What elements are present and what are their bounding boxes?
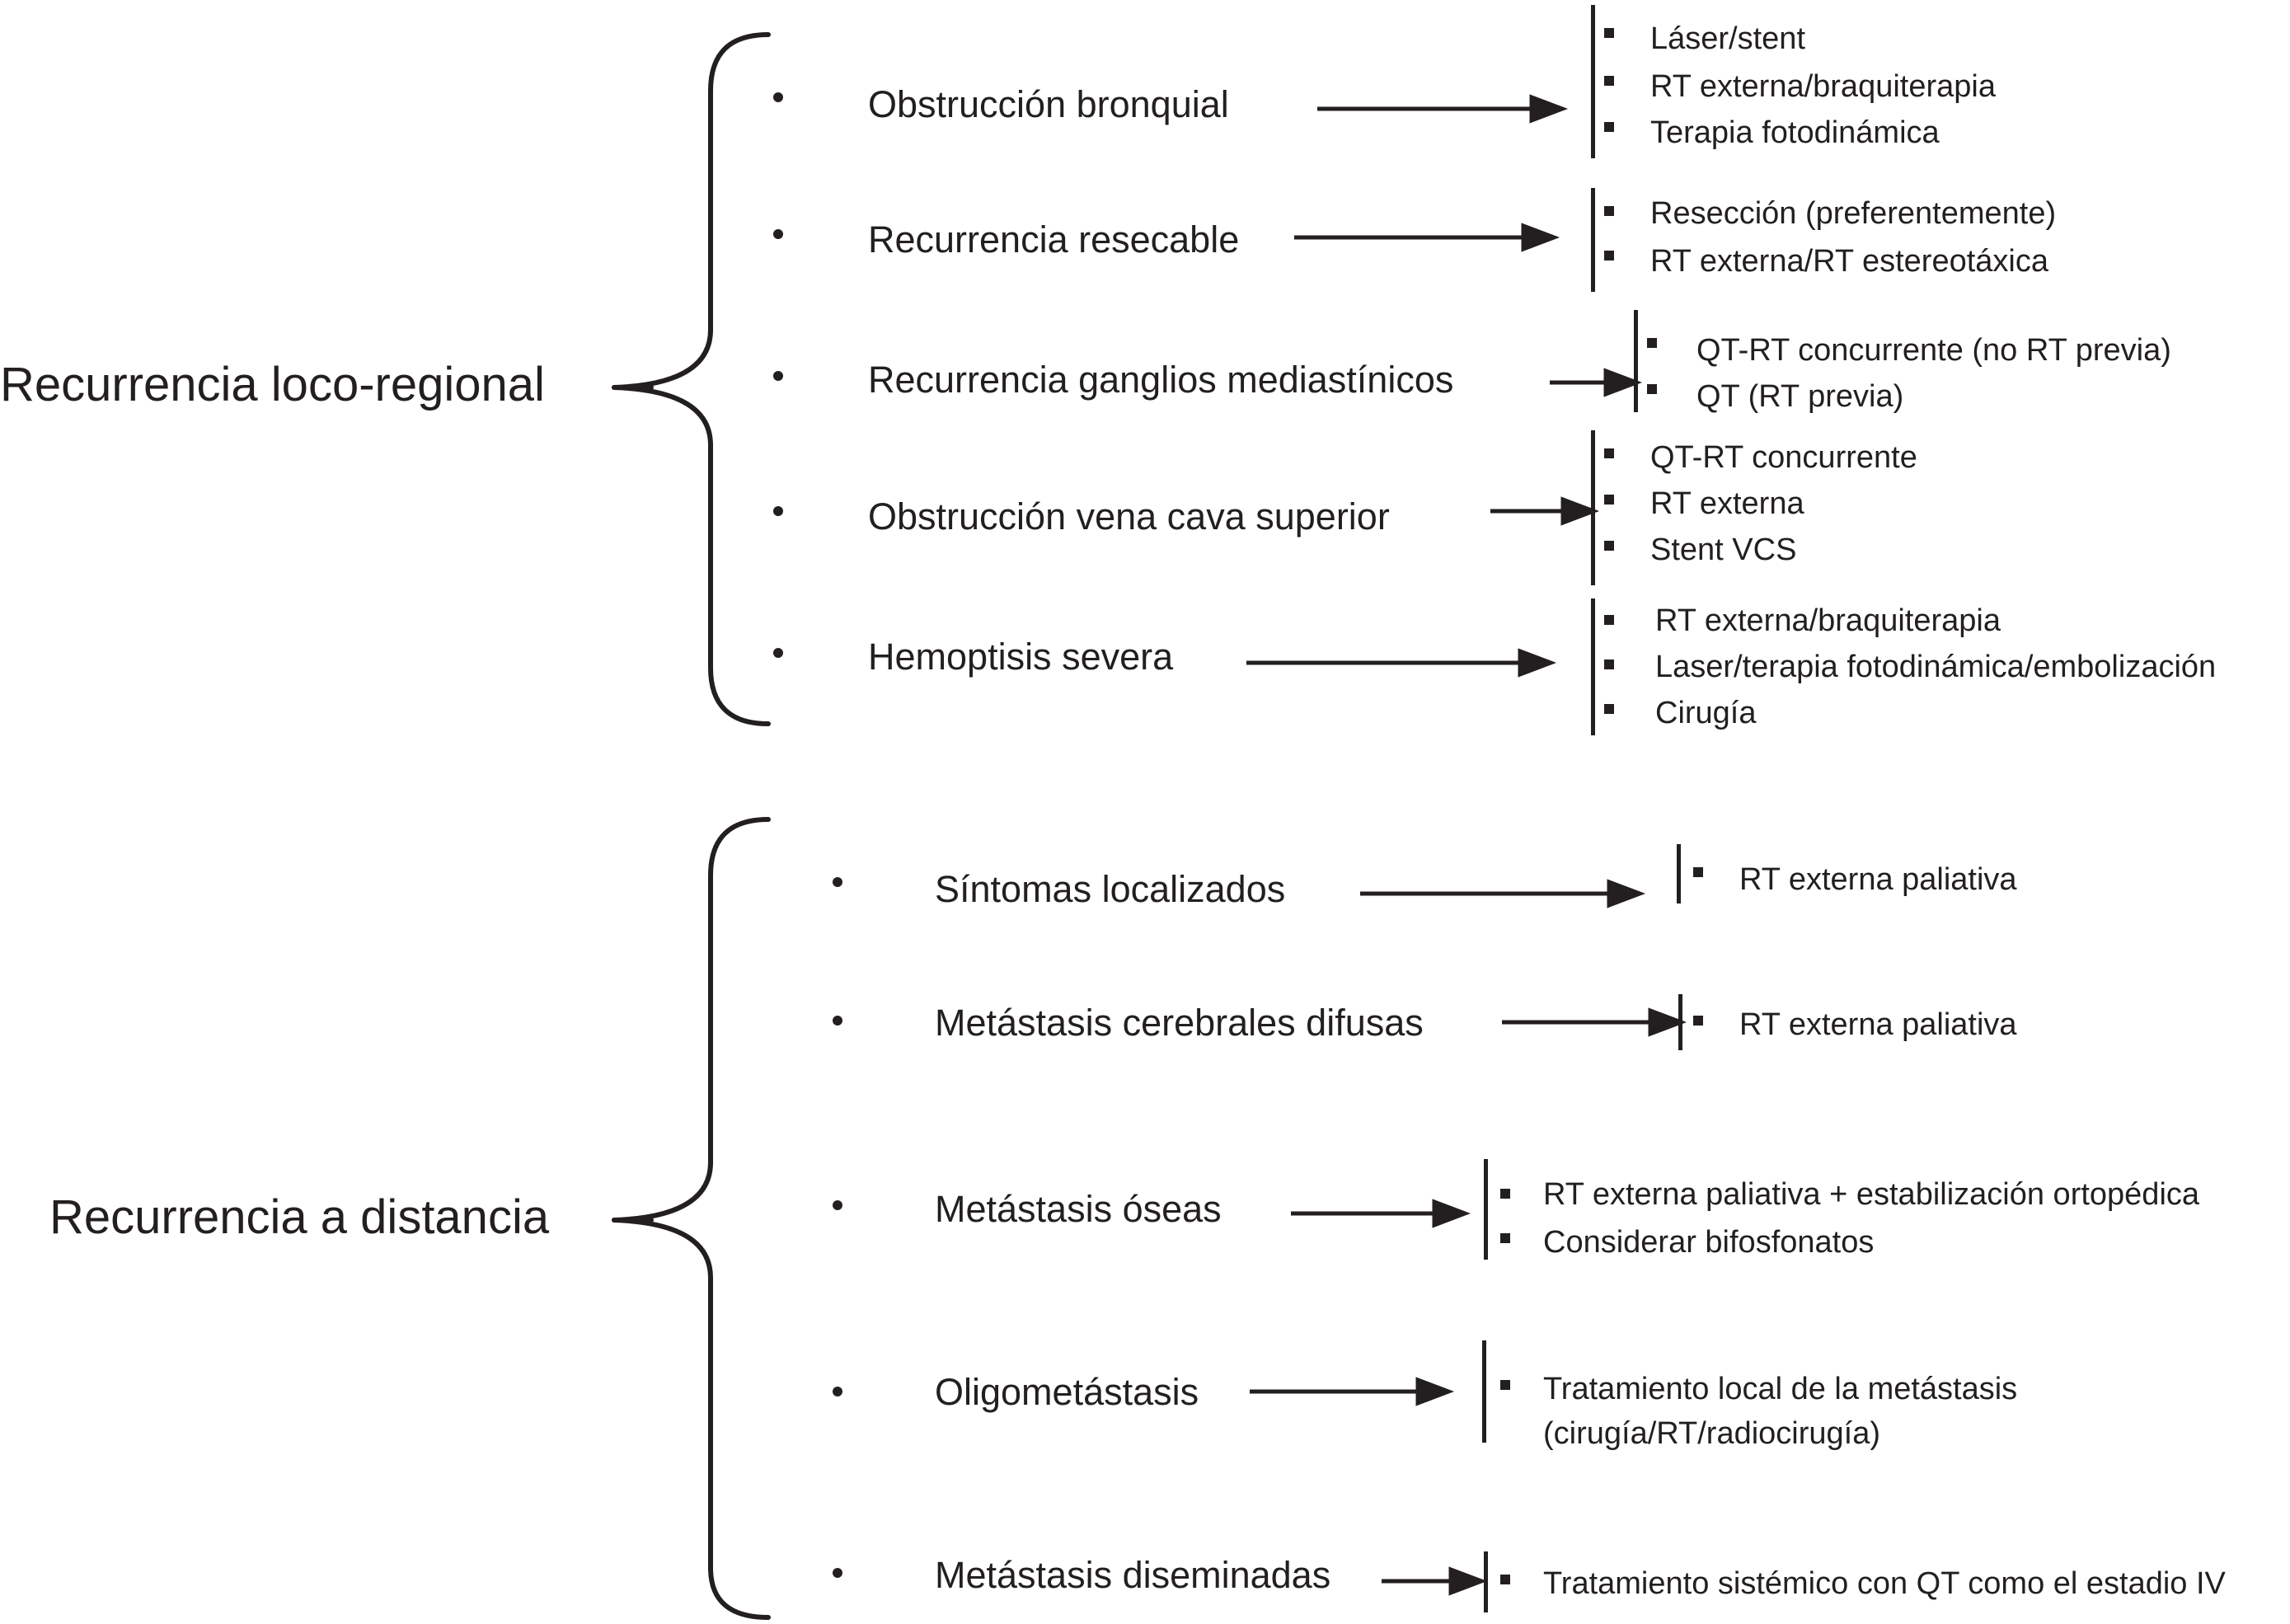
treatment-bullet — [1693, 867, 1703, 877]
bullet-dot — [773, 648, 783, 658]
condition-label: Oligometástasis — [935, 1371, 1199, 1413]
arrowhead-icon — [1529, 94, 1569, 124]
treatment-label: Stent VCS — [1650, 533, 1797, 567]
treatment-label: RT externa/braquiterapia — [1650, 69, 1996, 104]
treatment-label: Terapia fotodinámica — [1650, 115, 1940, 150]
treatment-label: QT (RT previa) — [1696, 379, 1904, 414]
treatment-bullet — [1604, 615, 1614, 625]
treatment-bullet — [1500, 1575, 1510, 1584]
condition-label: Hemoptisis severa — [868, 636, 1174, 678]
treatment-bar — [1484, 1159, 1488, 1260]
bullet-dot — [833, 1568, 842, 1578]
bullet-dot — [773, 506, 783, 516]
treatment-bullet — [1647, 338, 1657, 348]
treatment-bullet — [1647, 384, 1657, 394]
treatment-label: Tratamiento sistémico con QT como el est… — [1543, 1566, 2226, 1601]
treatment-label: QT-RT concurrente (no RT previa) — [1696, 333, 2171, 368]
condition-label: Obstrucción vena cava superior — [868, 495, 1390, 537]
condition-label: Metástasis óseas — [935, 1188, 1222, 1230]
treatment-bullet — [1604, 76, 1614, 86]
arrowhead-icon — [1648, 1007, 1687, 1037]
treatment-label: RT externa — [1650, 486, 1804, 521]
group-title-loco-regional: Recurrencia loco-regional — [0, 358, 545, 411]
arrowhead-icon — [1415, 1377, 1455, 1406]
arrowhead-icon — [1448, 1566, 1488, 1596]
treatment-bullet — [1500, 1233, 1510, 1243]
treatment-bar — [1591, 430, 1595, 585]
arrowhead-icon — [1518, 648, 1557, 678]
bullet-dot — [833, 877, 842, 887]
brace-loco-regional — [612, 32, 771, 726]
bullet-dot — [773, 229, 783, 239]
treatment-bullet — [1604, 448, 1614, 458]
treatment-bullet — [1500, 1189, 1510, 1199]
bullet-dot — [773, 92, 783, 102]
treatment-bar — [1484, 1551, 1488, 1612]
treatment-bullet — [1604, 251, 1614, 260]
treatment-label: RT externa paliativa + estabilización or… — [1543, 1177, 2200, 1212]
treatment-bullet — [1604, 659, 1614, 669]
condition-label: Recurrencia resecable — [868, 218, 1240, 260]
treatment-bullet — [1604, 495, 1614, 505]
treatment-label: Resección (preferentemente) — [1650, 196, 2057, 231]
arrowhead-icon — [1521, 223, 1560, 252]
treatment-bar — [1482, 1340, 1486, 1443]
treatment-label-continued: (cirugía/RT/radiocirugía) — [1543, 1416, 1881, 1451]
treatment-label: Considerar bifosfonatos — [1543, 1225, 1875, 1260]
treatment-bar — [1677, 844, 1681, 904]
bullet-dot — [833, 1016, 842, 1026]
treatment-bullet — [1604, 704, 1614, 714]
treatment-bullet — [1604, 206, 1614, 216]
treatment-bar — [1634, 310, 1638, 412]
treatment-bar — [1678, 994, 1682, 1050]
treatment-bar — [1591, 188, 1595, 292]
arrowhead-icon — [1432, 1199, 1471, 1228]
bullet-dot — [773, 371, 783, 381]
condition-label: Obstrucción bronquial — [868, 83, 1229, 125]
treatment-bar — [1591, 5, 1595, 158]
condition-label: Recurrencia ganglios mediastínicos — [868, 359, 1454, 401]
treatment-label: Cirugía — [1655, 696, 1757, 730]
arrowhead-icon — [1603, 368, 1643, 397]
treatment-label: QT-RT concurrente — [1650, 440, 1917, 475]
treatment-bullet — [1604, 122, 1614, 132]
bullet-dot — [833, 1200, 842, 1210]
treatment-bullet — [1500, 1380, 1510, 1390]
treatment-bullet — [1693, 1016, 1703, 1026]
treatment-bullet — [1604, 541, 1614, 551]
condition-label: Síntomas localizados — [935, 868, 1286, 910]
treatment-label: Tratamiento local de la metástasis — [1543, 1372, 2018, 1406]
treatment-label: Laser/terapia fotodinámica/embolización — [1655, 650, 2217, 684]
treatment-bullet — [1604, 28, 1614, 38]
condition-label: Metástasis cerebrales difusas — [935, 1002, 1424, 1044]
treatment-bar — [1591, 598, 1595, 735]
group-title-distancia: Recurrencia a distancia — [49, 1190, 550, 1244]
condition-label: Metástasis diseminadas — [935, 1554, 1331, 1596]
treatment-label: RT externa paliativa — [1739, 1007, 2017, 1042]
bullet-dot — [833, 1387, 842, 1396]
treatment-label: RT externa/RT estereotáxica — [1650, 244, 2048, 279]
arrowhead-icon — [1560, 496, 1600, 526]
treatment-label: Láser/stent — [1650, 21, 1805, 56]
treatment-label: RT externa/braquiterapia — [1655, 603, 2001, 638]
treatment-label: RT externa paliativa — [1739, 862, 2017, 897]
arrowhead-icon — [1607, 879, 1646, 908]
